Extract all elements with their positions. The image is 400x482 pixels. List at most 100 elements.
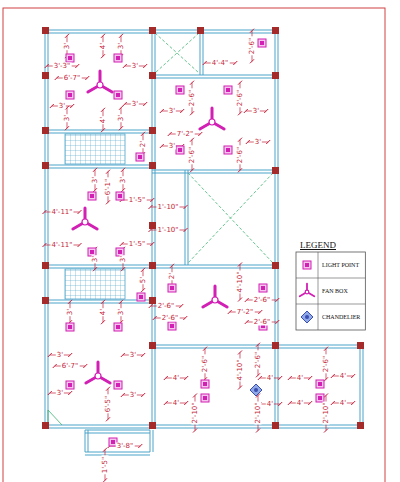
dimension-tick bbox=[68, 300, 72, 304]
legend-text: LIGHT POINT bbox=[322, 262, 359, 268]
dimension-tick bbox=[193, 429, 197, 433]
column bbox=[272, 27, 279, 34]
light-point bbox=[316, 380, 324, 388]
dimension-label: 1'-5" bbox=[128, 197, 147, 204]
dimension-tick bbox=[198, 132, 202, 136]
dimension-tick bbox=[288, 376, 292, 380]
light-point bbox=[136, 153, 144, 161]
dimension-tick bbox=[93, 168, 97, 172]
legend-text: FAN BOX bbox=[322, 288, 348, 294]
dimension-tick bbox=[250, 59, 254, 63]
light-point bbox=[259, 284, 267, 292]
legend-sample bbox=[303, 261, 311, 269]
dimension-tick bbox=[149, 304, 153, 308]
light-point bbox=[176, 146, 184, 154]
light-point-core bbox=[68, 325, 72, 329]
dimension-label: 1'-5" bbox=[102, 456, 109, 475]
dimension-label: 1'-10" bbox=[156, 227, 179, 234]
dimension-tick bbox=[324, 347, 328, 351]
legend-divider bbox=[296, 278, 365, 279]
chandelier bbox=[250, 384, 262, 396]
stair-grids bbox=[65, 33, 273, 299]
dimension-tick bbox=[106, 200, 110, 204]
dimension-tick bbox=[288, 401, 292, 405]
dimension-tick bbox=[228, 310, 232, 314]
dimension-tick bbox=[256, 373, 260, 377]
light-point bbox=[116, 192, 124, 200]
dimension-tick bbox=[53, 364, 57, 368]
light-point-core bbox=[170, 286, 174, 290]
dimension-label: 4'-11" bbox=[50, 242, 73, 249]
dimension-label: 5' bbox=[140, 276, 147, 284]
wall-line bbox=[45, 133, 152, 134]
light-point-core bbox=[305, 263, 309, 267]
column bbox=[272, 72, 279, 79]
legend-sample bbox=[301, 311, 313, 323]
dimension-tick bbox=[233, 61, 237, 65]
dimension-tick bbox=[138, 444, 142, 448]
dimension-tick bbox=[101, 320, 105, 324]
open-cutout bbox=[155, 33, 199, 73]
dimension-tick bbox=[190, 168, 194, 172]
dimension-tick bbox=[184, 401, 188, 405]
wall-line bbox=[45, 33, 275, 34]
wall-line bbox=[152, 173, 275, 174]
dimension-label: 4' bbox=[100, 308, 107, 316]
dimension-tick bbox=[42, 210, 46, 214]
dimension-tick bbox=[308, 376, 312, 380]
dimension-label: 2'-10" bbox=[255, 401, 262, 424]
dimension-tick bbox=[180, 109, 184, 113]
column bbox=[42, 127, 49, 134]
dimension-tick bbox=[250, 29, 254, 33]
wall-line bbox=[85, 433, 150, 434]
dimension-label: 6'-1" bbox=[105, 178, 112, 197]
dimension-tick bbox=[103, 478, 107, 482]
wall-line bbox=[85, 430, 86, 452]
dimension-tick bbox=[106, 170, 110, 174]
dimension-tick bbox=[308, 401, 312, 405]
wall-line bbox=[360, 345, 361, 425]
legend-box bbox=[296, 252, 365, 330]
dimension-label: 4' bbox=[339, 373, 347, 380]
dimension-label: 3' bbox=[120, 176, 127, 184]
dimension-tick bbox=[160, 144, 164, 148]
dimension-label: 3' bbox=[131, 101, 139, 108]
dimension-tick bbox=[238, 350, 242, 354]
dimension-tick bbox=[119, 126, 123, 130]
light-point-core bbox=[178, 88, 182, 92]
dimension-tick bbox=[275, 320, 279, 324]
dimension-label: 1'-5" bbox=[128, 241, 147, 248]
dimension-tick bbox=[121, 393, 125, 397]
dimension-tick bbox=[65, 126, 69, 130]
dimension-tick bbox=[164, 401, 168, 405]
light-point-core bbox=[138, 155, 142, 159]
dimension-tick bbox=[106, 387, 110, 391]
chandelier-core bbox=[305, 315, 309, 319]
dimension-label: 4' bbox=[100, 42, 107, 50]
dimension-tick bbox=[238, 262, 242, 266]
dimension-tick bbox=[120, 242, 124, 246]
wall-line bbox=[85, 455, 150, 456]
light-point bbox=[201, 394, 209, 402]
light-point-core bbox=[260, 41, 264, 45]
light-point bbox=[114, 381, 122, 389]
wall-line bbox=[275, 345, 276, 425]
legend-divider bbox=[318, 252, 319, 330]
dimension-tick bbox=[245, 320, 249, 324]
light-point-core bbox=[68, 383, 72, 387]
wall-line bbox=[363, 345, 364, 425]
light-point-core bbox=[118, 250, 122, 254]
legend-title: LEGEND bbox=[300, 241, 336, 250]
dimension-label: 6'-7" bbox=[63, 75, 82, 82]
wall-line bbox=[45, 303, 152, 304]
column bbox=[149, 127, 156, 134]
dimension-tick bbox=[123, 64, 127, 68]
dimension-tick bbox=[101, 300, 105, 304]
dimension-tick bbox=[93, 267, 97, 271]
dimension-tick bbox=[153, 316, 157, 320]
light-point-core bbox=[261, 286, 265, 290]
dimension-label: 4'-10" bbox=[237, 270, 244, 293]
dimension-tick bbox=[121, 267, 125, 271]
dimension-tick bbox=[278, 376, 282, 380]
dimension-label: 3' bbox=[56, 352, 64, 359]
